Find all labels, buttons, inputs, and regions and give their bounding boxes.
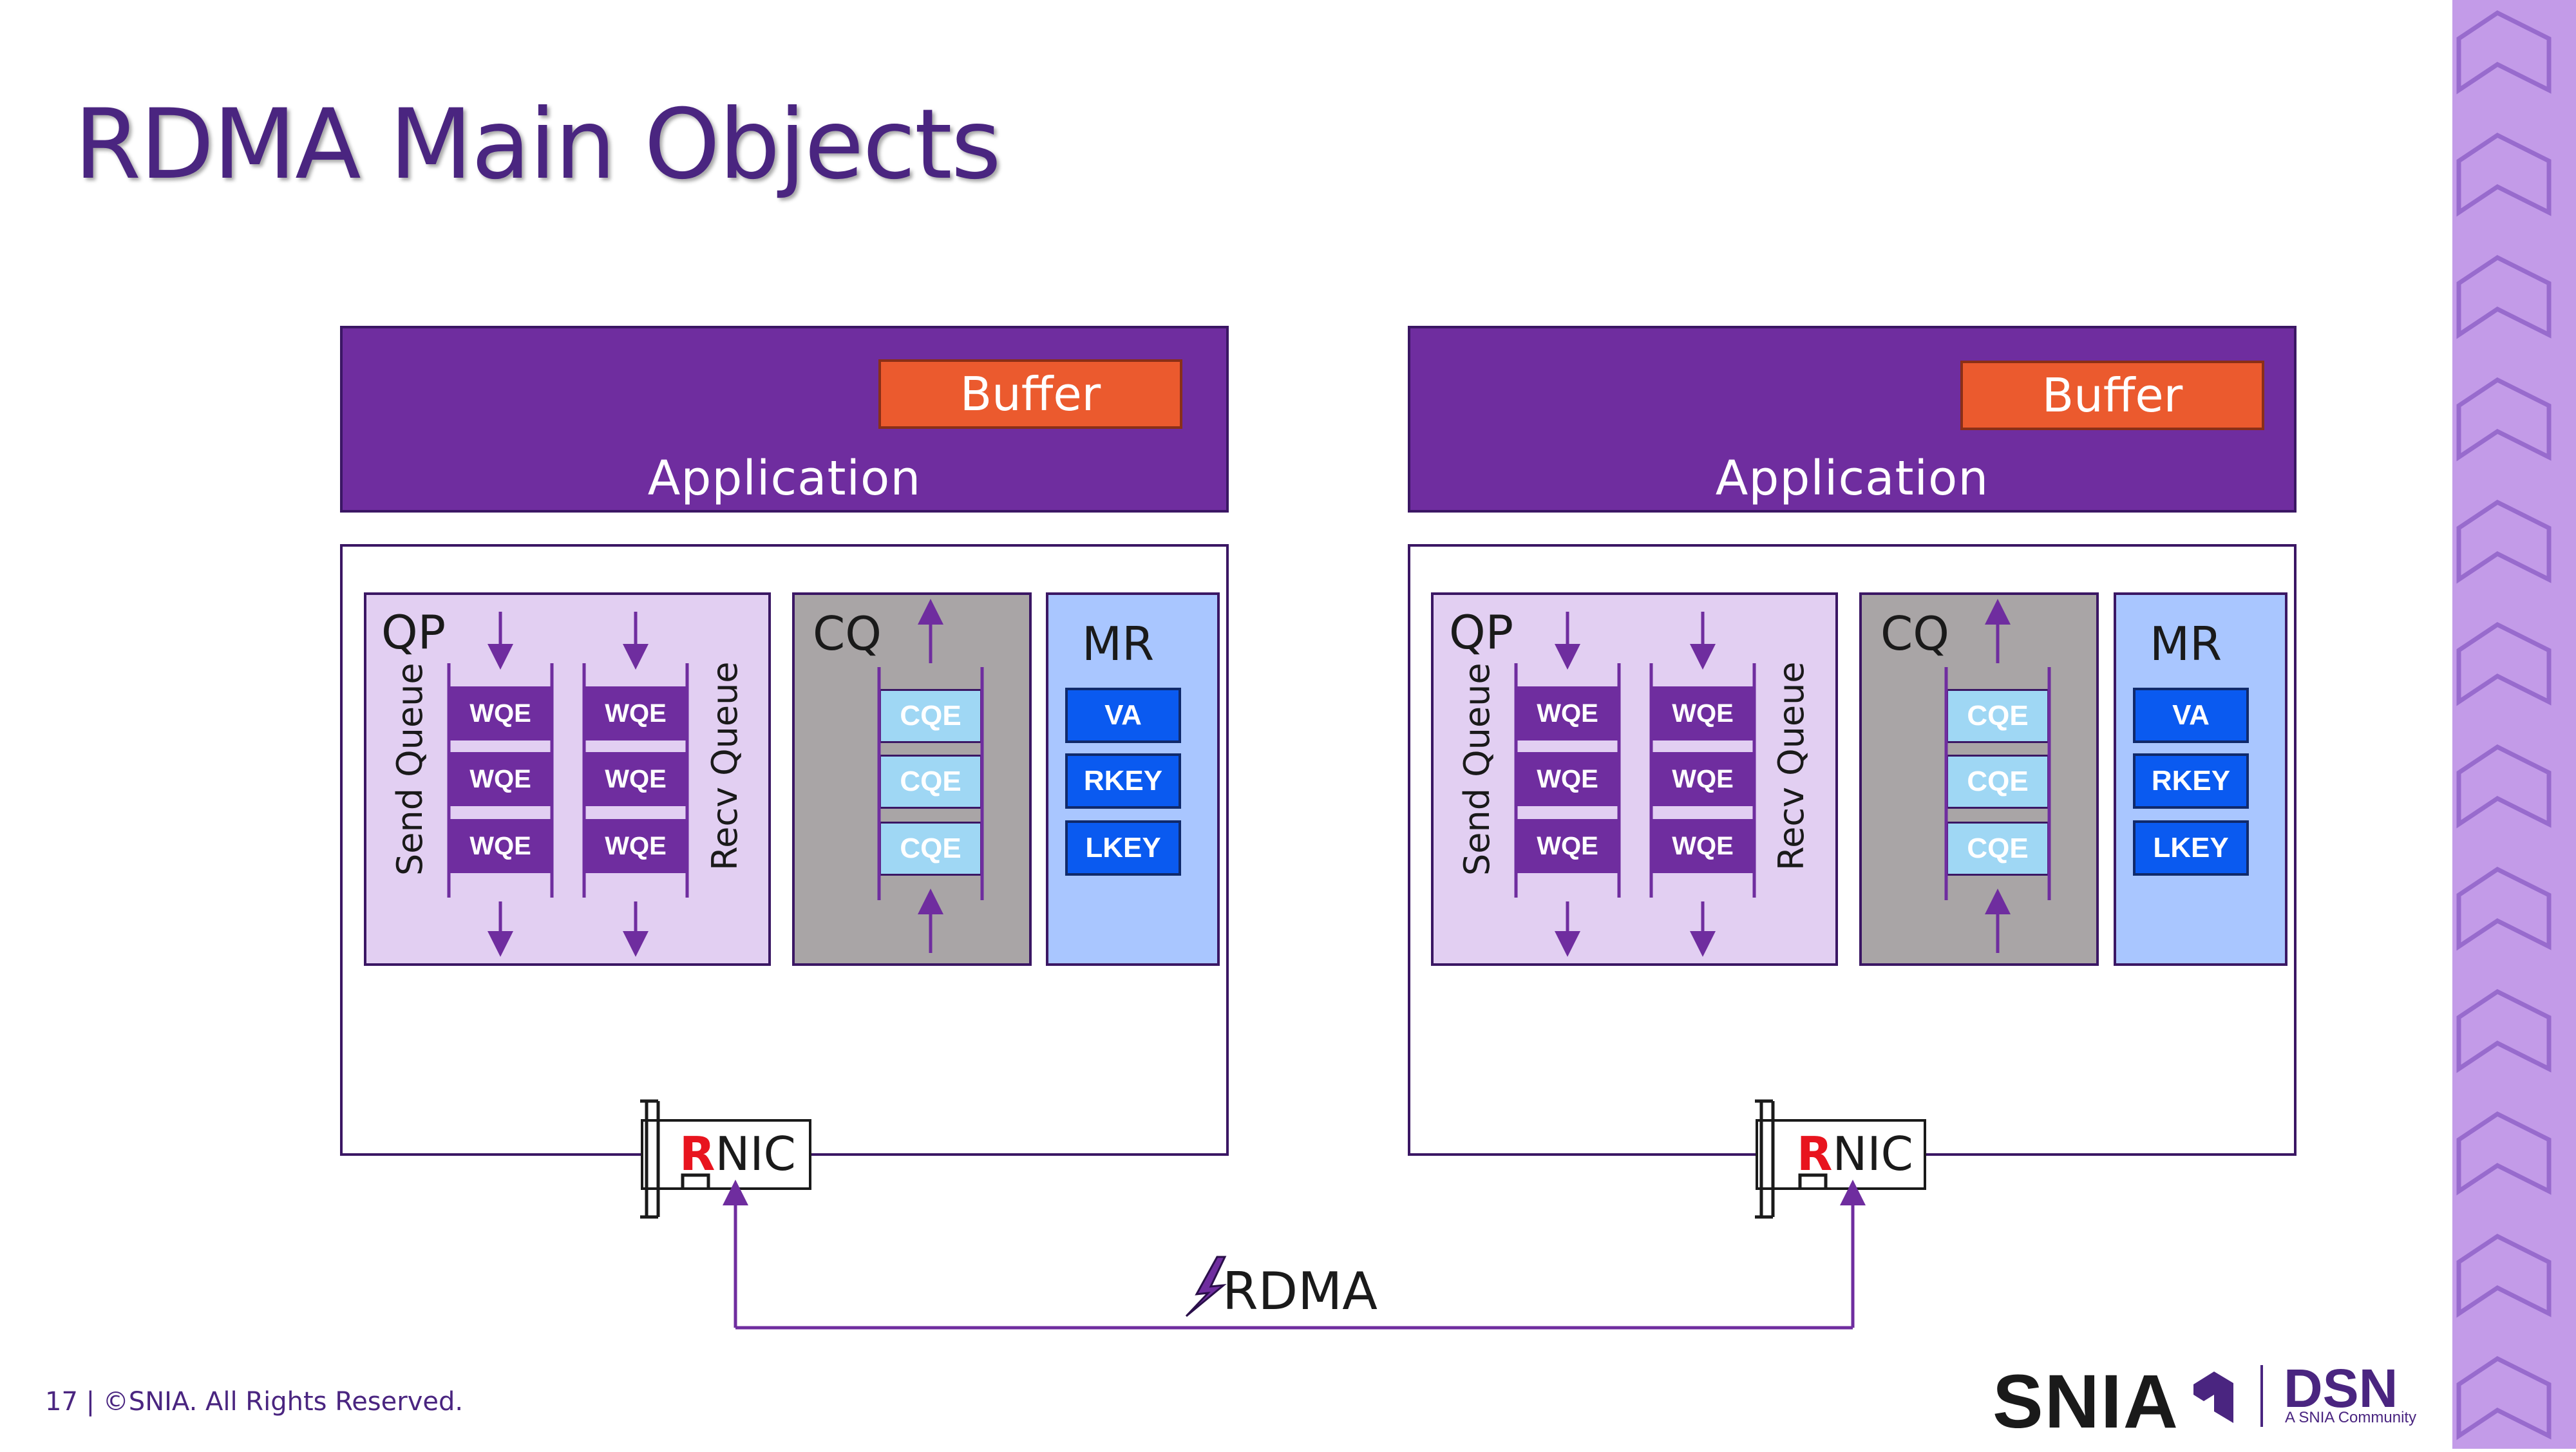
snia-logo-text: SNIA	[1993, 1359, 2179, 1444]
cq-label-host-1: CQ	[813, 607, 882, 661]
rnic-card-host-1	[641, 1119, 811, 1190]
mr-va-host-1: VA	[1065, 688, 1181, 743]
send-wqe-host-2: WQE	[1516, 819, 1619, 873]
recv-wqe-host-1: WQE	[584, 819, 687, 873]
cqe-host-2: CQE	[1946, 755, 2049, 809]
footer-text: 17 | ©SNIA. All Rights Reserved.	[45, 1387, 464, 1417]
cqe-host-1: CQE	[879, 755, 982, 809]
send-wqe-host-2: WQE	[1516, 686, 1619, 740]
mr-lkey-host-1: LKEY	[1065, 820, 1181, 876]
recv-wqe-host-2: WQE	[1651, 819, 1754, 873]
cqe-host-2: CQE	[1946, 822, 2049, 876]
recv-wqe-host-2: WQE	[1651, 686, 1754, 740]
qp-box-host-2	[1431, 592, 1838, 966]
buffer-host-1: Buffer	[878, 359, 1182, 429]
send-wqe-host-1: WQE	[449, 819, 552, 873]
send-wqe-host-1: WQE	[449, 686, 552, 740]
mr-va-host-2: VA	[2133, 688, 2249, 743]
rnic-label-host-2: RNIC	[1797, 1131, 1913, 1177]
decorative-side-band	[2452, 0, 2576, 1449]
rnic-r-letter-host-2: R	[1797, 1127, 1833, 1181]
application-label-host-2: Application	[1715, 451, 1989, 506]
dsn-logo-subtitle: A SNIA Community	[2285, 1409, 2417, 1426]
send-wqe-host-2: WQE	[1516, 752, 1619, 806]
mr-rkey-host-1: RKEY	[1065, 753, 1181, 809]
rdma-link-label: RDMA	[1222, 1261, 1378, 1321]
lightning-bolt-icon	[1185, 1256, 1227, 1317]
application-box-host-2	[1408, 326, 2297, 513]
page-title: RDMA Main Objects	[74, 89, 1001, 201]
recv-wqe-host-1: WQE	[584, 686, 687, 740]
chevron-pattern-icon	[2456, 10, 2552, 1440]
rnic-card-host-2	[1756, 1119, 1926, 1190]
mr-rkey-host-2: RKEY	[2133, 753, 2249, 809]
rnic-label-host-1: RNIC	[679, 1131, 796, 1177]
cqe-host-2: CQE	[1946, 689, 2049, 743]
logo-divider	[2260, 1365, 2263, 1427]
mr-label-host-2: MR	[2150, 617, 2222, 671]
rnic-nic-text-host-1: NIC	[715, 1127, 796, 1181]
snia-logo-mark-icon	[2193, 1372, 2233, 1423]
rnic-r-letter-host-1: R	[679, 1127, 715, 1181]
recv-wqe-host-1: WQE	[584, 752, 687, 806]
rnic-bracket-icon-host-2	[1755, 1099, 1828, 1219]
mr-label-host-1: MR	[1082, 617, 1155, 671]
qp-label-host-2: QP	[1449, 605, 1514, 659]
application-label-host-1: Application	[647, 451, 922, 506]
rnic-nic-text-host-2: NIC	[1832, 1127, 1913, 1181]
qp-label-host-1: QP	[381, 605, 446, 659]
rnic-bracket-icon-host-1	[640, 1099, 710, 1219]
dsn-logo-text: DSN	[2284, 1358, 2398, 1419]
cq-label-host-2: CQ	[1880, 607, 1949, 661]
buffer-host-2: Buffer	[1960, 361, 2264, 430]
recv-wqe-host-2: WQE	[1651, 752, 1754, 806]
send-wqe-host-1: WQE	[449, 752, 552, 806]
mr-lkey-host-2: LKEY	[2133, 820, 2249, 876]
qp-box-host-1	[364, 592, 771, 966]
cqe-host-1: CQE	[879, 822, 982, 876]
